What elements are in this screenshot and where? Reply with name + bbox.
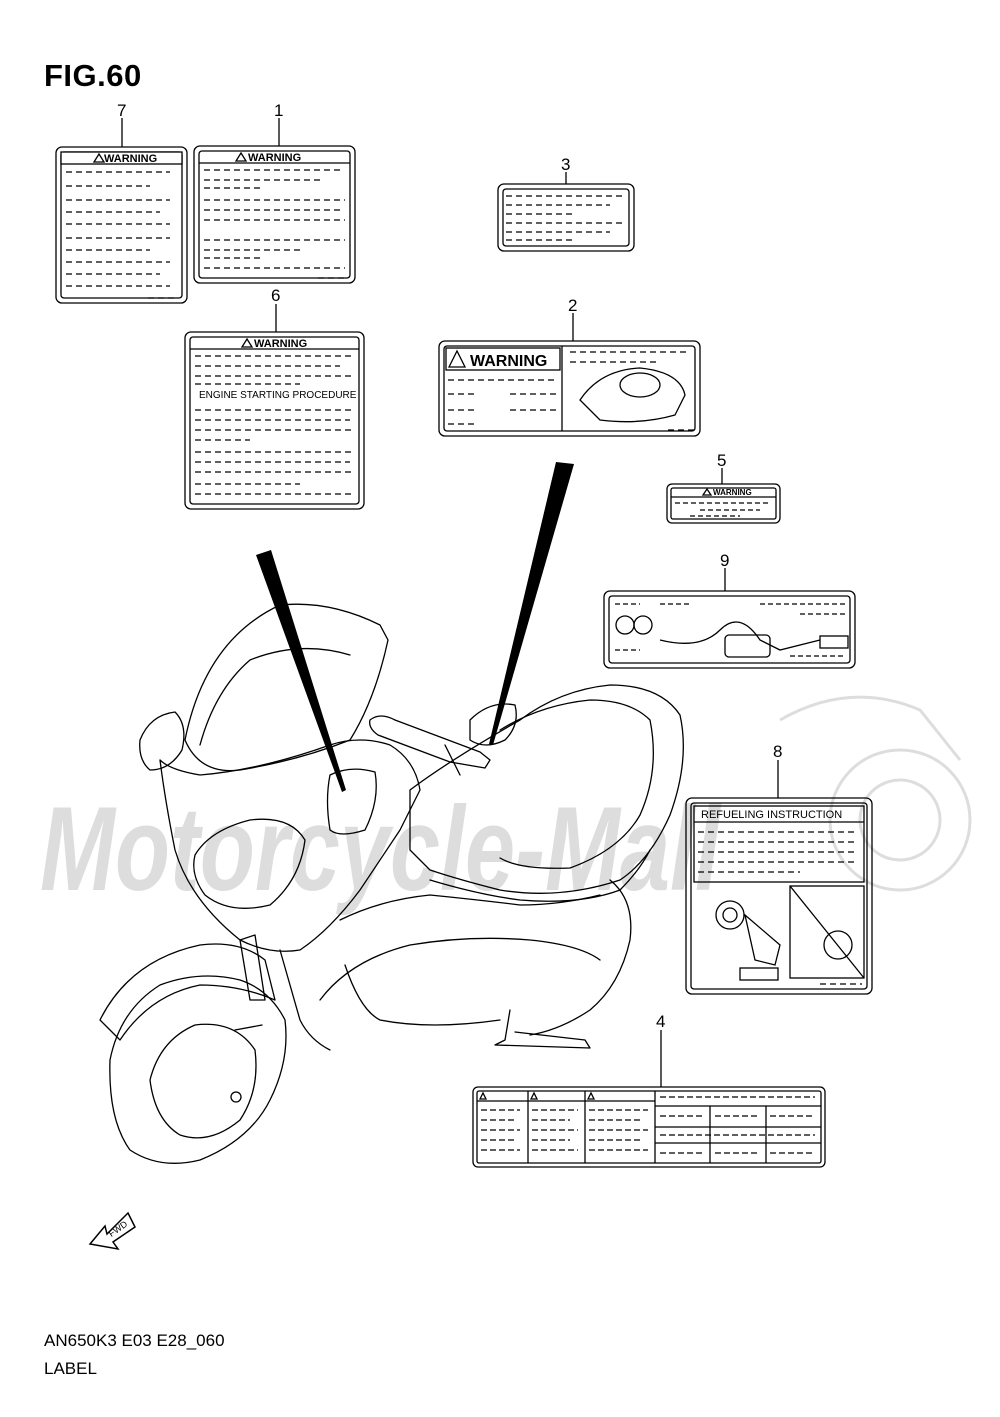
- callout-9: 9: [720, 551, 729, 570]
- scooter-outline: [99, 603, 684, 1164]
- label-4[interactable]: [472, 1030, 826, 1168]
- label-7[interactable]: [55, 118, 188, 304]
- callout-5: 5: [717, 451, 726, 470]
- figure-title: FIG.60: [44, 58, 142, 93]
- label-6-warning: WARNING: [254, 338, 307, 350]
- label-5-warning: WARNING: [713, 488, 752, 497]
- callout-7: 7: [117, 101, 126, 120]
- label-2-warning: WARNING: [470, 353, 547, 370]
- callout-3: 3: [561, 155, 570, 174]
- label-3[interactable]: [497, 172, 635, 252]
- callout-1: 1: [274, 101, 283, 120]
- label-1[interactable]: [193, 118, 356, 284]
- diagram-caption: LABEL: [44, 1359, 97, 1378]
- label-2[interactable]: [438, 313, 701, 437]
- callout-4: 4: [656, 1012, 665, 1031]
- label-8-refueling-text: REFUELING INSTRUCTION: [701, 809, 842, 821]
- label-6-engine-text: ENGINE STARTING PROCEDURE: [199, 390, 357, 401]
- callout-8: 8: [773, 742, 782, 761]
- label-8[interactable]: [685, 760, 873, 995]
- diagram-code: AN650K3 E03 E28_060: [44, 1331, 225, 1350]
- callout-6: 6: [271, 286, 280, 305]
- label-5[interactable]: [666, 468, 781, 524]
- fwd-label: FWD: [107, 1219, 130, 1239]
- watermark-text: Motorcycle-Mall: [40, 782, 722, 916]
- label-6[interactable]: [184, 304, 365, 510]
- pointer-wedges: [256, 462, 574, 792]
- label-9[interactable]: [603, 568, 856, 669]
- fwd-arrow-icon: [88, 1211, 136, 1251]
- label-1-warning: WARNING: [248, 152, 301, 164]
- label-7-warning: WARNING: [104, 153, 157, 165]
- callout-2: 2: [568, 296, 577, 315]
